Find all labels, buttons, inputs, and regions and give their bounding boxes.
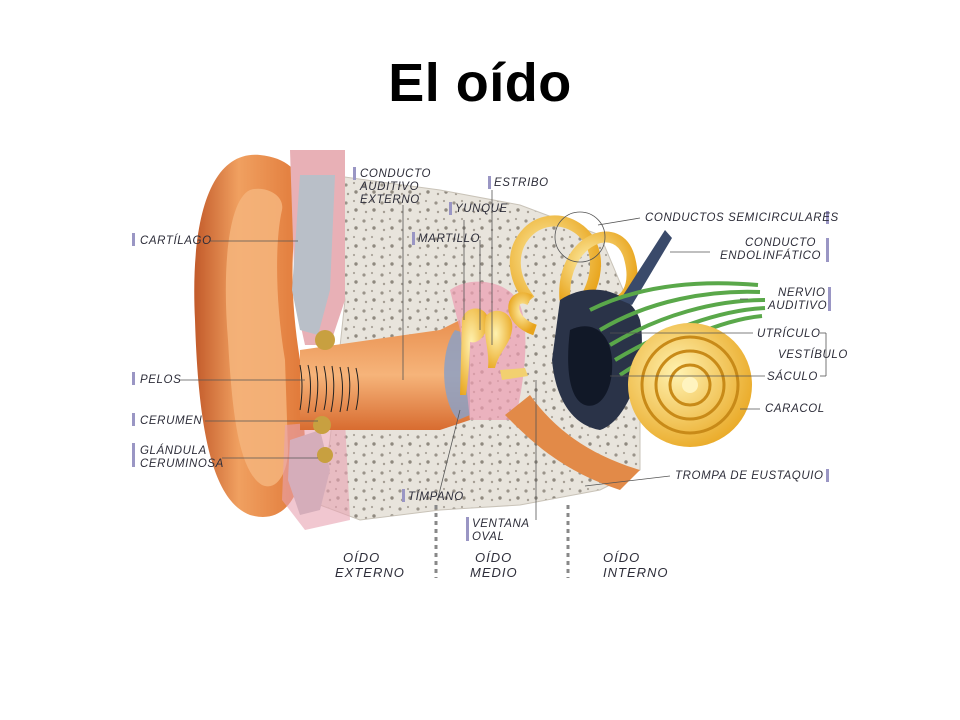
- label-conductos-semicirculares: CONDUCTOS SEMICIRCULARES: [645, 212, 839, 224]
- label-ceruminosa: CERUMINOSA: [140, 458, 224, 470]
- label-conducto-endolinfatico-1: CONDUCTO: [745, 237, 816, 249]
- label-nervio-2: AUDITIVO: [767, 300, 827, 312]
- label-ventana-2: OVAL: [472, 531, 504, 543]
- label-saculo: SÁCULO: [767, 370, 818, 383]
- label-conducto-endolinfatico-2: ENDOLINFÁTICO: [720, 249, 821, 262]
- label-nervio-1: NERVIO: [778, 287, 825, 299]
- label-cartilago: CARTÍLAGO: [140, 234, 212, 247]
- hairs: [299, 364, 359, 414]
- label-conducto-auditivo-2: AUDITIVO: [359, 181, 419, 193]
- section-medio-2: MEDIO: [470, 565, 518, 580]
- gland-low: [317, 447, 333, 463]
- label-yunque: YUNQUE: [455, 203, 508, 215]
- vestibule-dark: [568, 326, 613, 406]
- section-medio-1: OÍDO: [475, 550, 512, 565]
- label-ventana-1: VENTANA: [472, 518, 530, 530]
- label-trompa: TROMPA DE EUSTAQUIO: [675, 470, 824, 482]
- gland-upper: [315, 330, 335, 350]
- eustachian-tube: [505, 395, 640, 490]
- estribo: [500, 368, 528, 380]
- endolymphatic-duct: [620, 230, 672, 305]
- page-title: El oído: [388, 53, 572, 113]
- skin-lower: [282, 420, 350, 530]
- label-glandula: GLÁNDULA: [140, 444, 207, 457]
- section-externo-2: EXTERNO: [335, 565, 405, 580]
- detail-circle: [554, 211, 606, 263]
- label-martillo: MARTILLO: [418, 233, 480, 245]
- label-cerumen: CERUMEN: [140, 415, 202, 427]
- label-vestibulo: VESTÍBULO: [778, 348, 848, 361]
- label-timpano: TÍMPANO: [408, 490, 464, 503]
- pinna-inner: [225, 188, 288, 487]
- ear-canal: [300, 320, 470, 430]
- label-conducto-auditivo-3: EXTERNO: [360, 194, 420, 206]
- label-estribo: ESTRIBO: [494, 177, 549, 189]
- cartilage: [292, 175, 335, 335]
- label-utriculo: UTRÍCULO: [757, 327, 821, 340]
- martillo: [460, 308, 489, 395]
- leader-lines: [180, 190, 827, 520]
- label-caracol: CARACOL: [765, 403, 825, 415]
- section-externo-1: OÍDO: [343, 550, 380, 565]
- cochlea: [628, 323, 752, 447]
- section-interno-1: OÍDO: [603, 550, 640, 565]
- label-markers: [132, 167, 831, 541]
- section-interno-2: INTERNO: [603, 565, 669, 580]
- gland-mid: [313, 416, 331, 434]
- label-conducto-auditivo-1: CONDUCTO: [360, 168, 431, 180]
- label-pelos: PELOS: [140, 374, 181, 386]
